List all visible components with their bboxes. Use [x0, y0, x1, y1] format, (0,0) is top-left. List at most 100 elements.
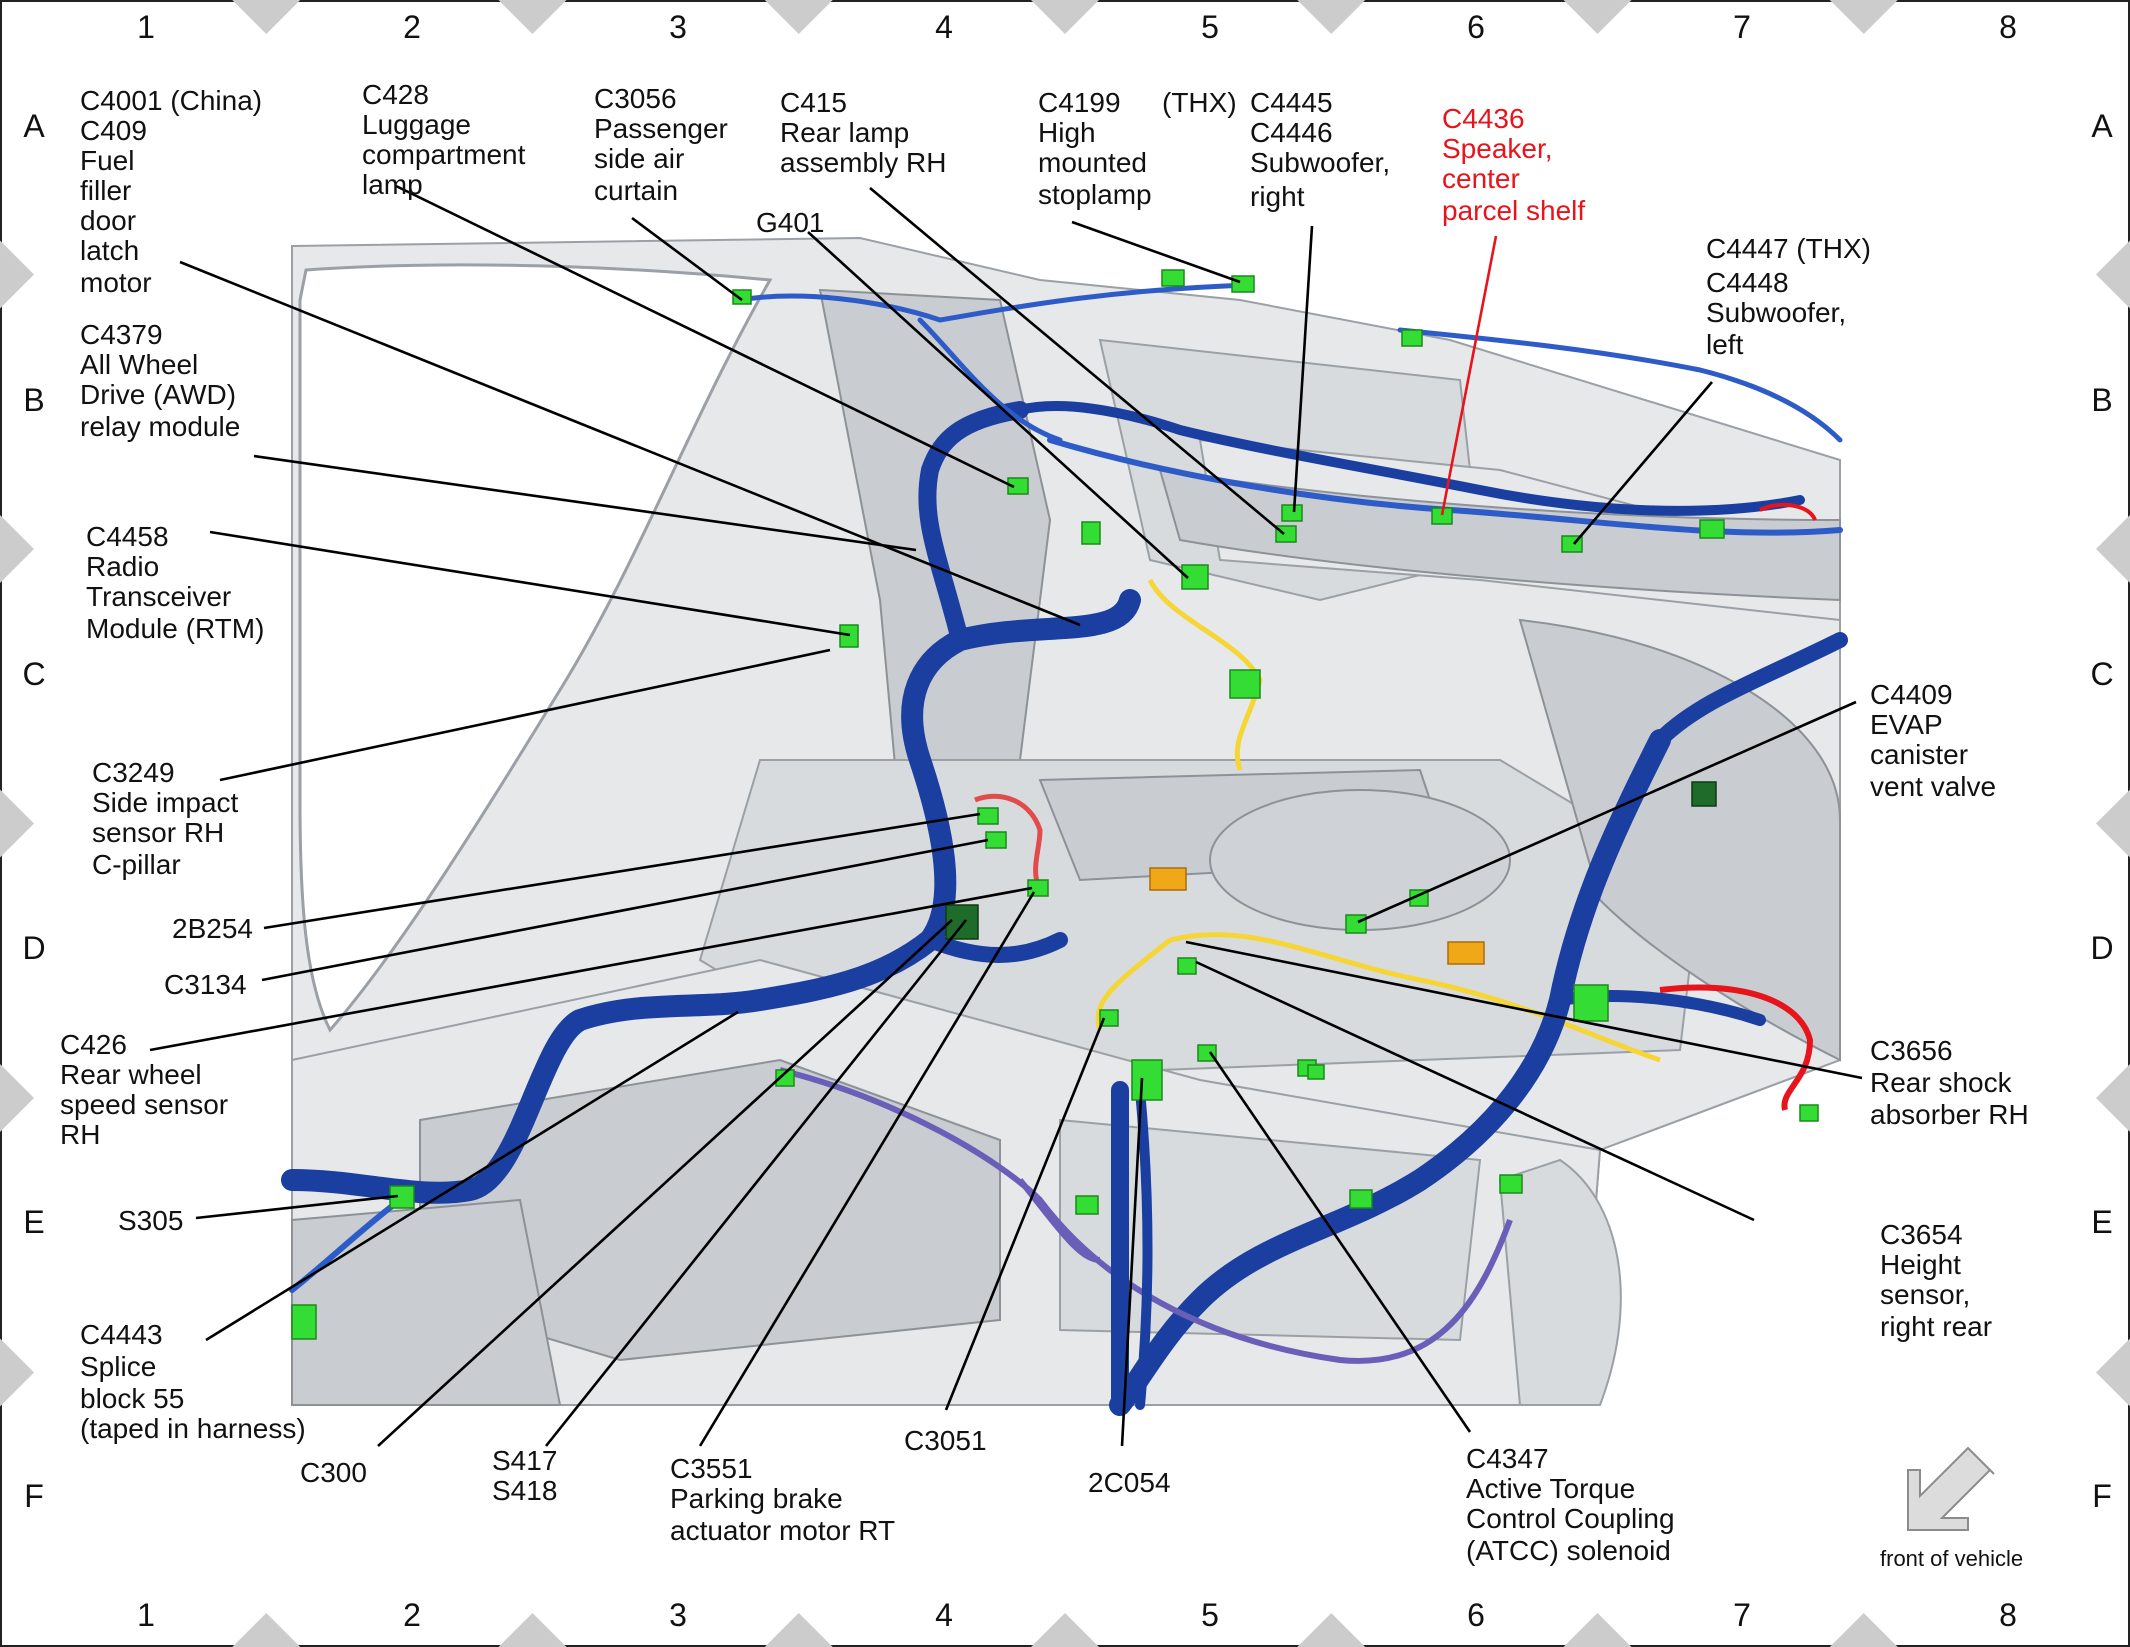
svg-text:C4445: C4445	[1250, 87, 1333, 118]
callout-2c054: 2C054	[1088, 1467, 1171, 1498]
callout-c4379: C4379 All Wheel Drive (AWD) relay module	[80, 319, 240, 442]
svg-text:(taped in harness): (taped in harness)	[80, 1413, 306, 1444]
svg-text:2B254: 2B254	[172, 913, 253, 944]
connector-right-mid[interactable]	[1691, 781, 1717, 807]
connector-c3654[interactable]	[1197, 1044, 1217, 1062]
connector-center-a[interactable]	[1229, 669, 1261, 699]
connector-floor-d[interactable]	[1499, 1174, 1523, 1194]
grid-col-7-bottom: 7	[1733, 1597, 1751, 1633]
connector-2c054[interactable]	[1131, 1059, 1163, 1101]
border-tab-left	[0, 1064, 34, 1132]
svg-text:latch: latch	[80, 235, 139, 266]
border-tab-bottom	[1297, 1613, 1366, 1647]
connector-c3656-group[interactable]	[1573, 984, 1609, 1022]
border-tab-left	[0, 789, 34, 858]
border-tab-top	[1563, 0, 1632, 34]
svg-text:Subwoofer,: Subwoofer,	[1706, 297, 1846, 328]
svg-text:High: High	[1038, 117, 1096, 148]
svg-text:speed sensor: speed sensor	[60, 1089, 228, 1120]
svg-text:Rear shock: Rear shock	[1870, 1067, 2013, 1098]
connector-floor-e[interactable]	[1307, 1064, 1325, 1080]
svg-text:C4458: C4458	[86, 521, 169, 552]
arrow-down-left-icon	[1907, 1446, 1995, 1531]
connector-c4445[interactable]	[1281, 504, 1303, 522]
connector-2b254[interactable]	[985, 831, 1007, 849]
border-tab-right	[2096, 240, 2130, 309]
clip-orange-a	[1149, 867, 1187, 891]
connector-c4409[interactable]	[1345, 914, 1367, 934]
svg-text:2C054: 2C054	[1088, 1467, 1171, 1498]
grid-col-1-top: 1	[137, 9, 155, 45]
callout-c4347: C4347 Active Torque Control Coupling (AT…	[1466, 1443, 1675, 1566]
connector-c4199-a[interactable]	[1161, 269, 1185, 287]
svg-text:Speaker,: Speaker,	[1442, 133, 1553, 164]
grid-row-f-left: F	[24, 1478, 44, 1514]
svg-text:C428: C428	[362, 79, 429, 110]
callout-c4447: C4447 (THX) C4448 Subwoofer, left	[1706, 233, 1871, 360]
grid-row-c-right: C	[2090, 656, 2113, 692]
svg-text:C4379: C4379	[80, 319, 163, 350]
border-tab-bottom	[764, 1613, 833, 1647]
callout-2b254: 2B254	[172, 913, 253, 944]
svg-text:lamp: lamp	[362, 169, 423, 200]
connector-c4447[interactable]	[1401, 329, 1423, 347]
connector-floor-b[interactable]	[1075, 1195, 1099, 1215]
front-of-vehicle-indicator: front of vehicle	[1880, 1446, 2023, 1571]
svg-text:Radio: Radio	[86, 551, 159, 582]
callout-c4443: C4443 Splice block 55 (taped in harness)	[80, 1319, 306, 1444]
svg-text:C4447 (THX): C4447 (THX)	[1706, 233, 1871, 264]
connector-c3656-end[interactable]	[1799, 1104, 1819, 1122]
grid-row-c-left: C	[22, 656, 45, 692]
grid-col-3-bottom: 3	[669, 1597, 687, 1633]
border-tab-bottom	[1031, 1613, 1099, 1647]
svg-text:vent valve: vent valve	[1870, 771, 1996, 802]
connector-c3056[interactable]	[732, 289, 752, 305]
svg-text:C4001 (China): C4001 (China)	[80, 85, 262, 116]
connector-c4379[interactable]	[1081, 521, 1101, 545]
connector-c3656[interactable]	[1177, 957, 1197, 975]
connector-lower-left[interactable]	[291, 1304, 317, 1340]
svg-text:C4443: C4443	[80, 1319, 163, 1350]
border-tab-right	[2096, 1338, 2130, 1407]
svg-text:parcel shelf: parcel shelf	[1442, 195, 1585, 226]
callout-c3134: C3134	[164, 969, 247, 1000]
connector-c428[interactable]	[1007, 477, 1029, 495]
svg-text:door: door	[80, 205, 136, 236]
svg-text:stoplamp: stoplamp	[1038, 179, 1152, 210]
callout-c300: C300	[300, 1457, 367, 1488]
svg-text:absorber RH: absorber RH	[1870, 1099, 2029, 1130]
callout-c426: C426 Rear wheel speed sensor RH	[60, 1029, 228, 1150]
callout-c3051: C3051	[904, 1425, 987, 1456]
svg-text:C3051: C3051	[904, 1425, 987, 1456]
grid-col-3-top: 3	[669, 9, 687, 45]
border-tab-bottom	[1563, 1613, 1632, 1647]
callout-c3656: C3656 Rear shock absorber RH	[1870, 1035, 2029, 1130]
connector-floor-c[interactable]	[1349, 1189, 1373, 1209]
connector-c4199-b[interactable]	[1231, 275, 1255, 293]
grid-row-labels-left: A B C D E F	[22, 108, 45, 1514]
callout-c4445: C4445 C4446 Subwoofer, right	[1250, 87, 1390, 212]
callout-c3249: C3249 Side impact sensor RH C-pillar	[92, 757, 239, 880]
callout-c3551: C3551 Parking brake actuator motor RT	[670, 1453, 895, 1546]
svg-text:S418: S418	[492, 1475, 557, 1506]
border-tab-bottom	[232, 1613, 301, 1647]
connector-floor-a[interactable]	[775, 1069, 795, 1087]
svg-text:C3134: C3134	[164, 969, 247, 1000]
svg-text:Luggage: Luggage	[362, 109, 471, 140]
svg-text:Transceiver: Transceiver	[86, 581, 231, 612]
wiring-harness	[281, 282, 1848, 1416]
svg-text:Module (RTM): Module (RTM)	[86, 613, 264, 644]
svg-text:curtain: curtain	[594, 175, 678, 206]
connector-right-upper[interactable]	[1699, 519, 1725, 539]
grid-col-2-bottom: 2	[403, 1597, 421, 1633]
callout-c3654: C3654 Height sensor, right rear	[1880, 1219, 1992, 1342]
connector-c300[interactable]	[945, 904, 979, 940]
svg-text:Parking brake: Parking brake	[670, 1483, 843, 1514]
svg-text:C300: C300	[300, 1457, 367, 1488]
connector-c3249[interactable]	[977, 807, 999, 825]
callout-thx: (THX)	[1162, 87, 1237, 118]
connector-c4436[interactable]	[1431, 507, 1453, 525]
connector-c3051[interactable]	[1099, 1009, 1119, 1027]
grid-col-5-bottom: 5	[1201, 1597, 1219, 1633]
